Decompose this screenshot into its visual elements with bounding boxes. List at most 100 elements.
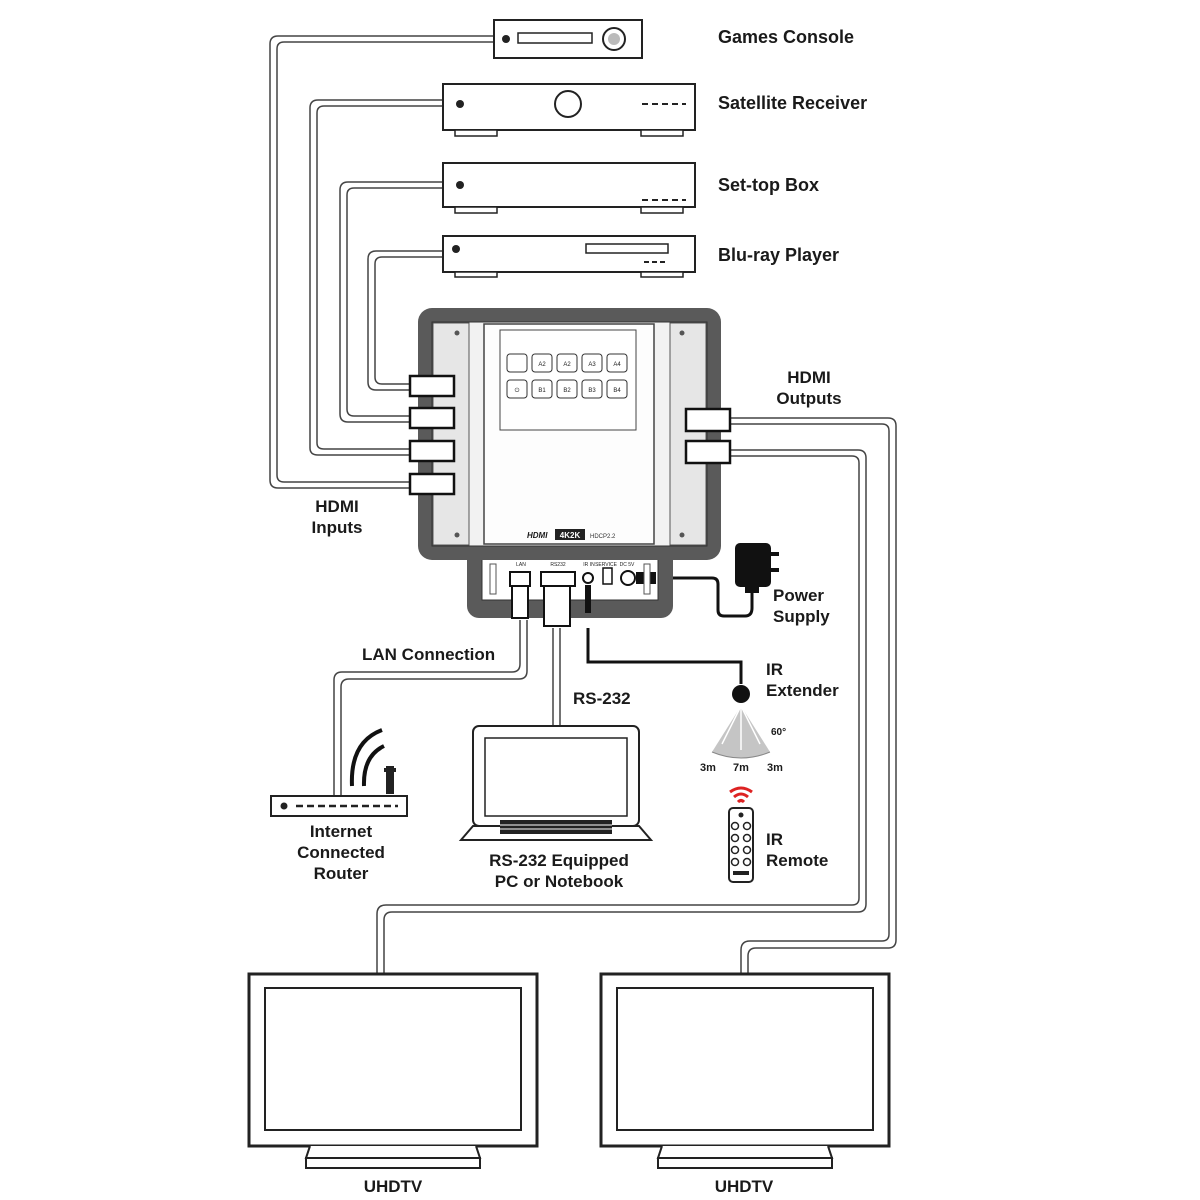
power-supply-label-line1: Power bbox=[773, 586, 824, 605]
cable-power bbox=[654, 576, 754, 618]
cable-games-console-b bbox=[276, 41, 497, 483]
port-label: SERVICE bbox=[595, 562, 618, 568]
ir-range-center: 7m bbox=[733, 762, 749, 774]
switch-button-label: A2 bbox=[538, 362, 546, 368]
lan-plug bbox=[511, 585, 529, 619]
bluray-player-icon bbox=[442, 235, 696, 278]
cable-games-console bbox=[269, 35, 497, 489]
cable-lan bbox=[333, 620, 521, 796]
switch-button-top-2[interactable] bbox=[531, 353, 553, 373]
port-label: LAN bbox=[516, 562, 526, 568]
switch-button-top-5[interactable] bbox=[606, 353, 628, 373]
switch-button-top-4[interactable] bbox=[581, 353, 603, 373]
matrix-switcher: HDMI 4K2K HDCP2.2 A2 A2 A3 A4 ⏻ B1 B2 B3 B4 LAN R… bbox=[408, 308, 732, 627]
hdmi-input-4[interactable] bbox=[408, 472, 456, 496]
uhdtv-right-icon bbox=[599, 972, 891, 1169]
set-top-box-label: Set-top Box bbox=[718, 175, 819, 195]
lan-connection-label: LAN Connection bbox=[362, 645, 495, 664]
cable-output-2-b bbox=[376, 455, 860, 976]
uhdtv-left-label: UHDTV bbox=[364, 1177, 423, 1196]
switch-button-label: B4 bbox=[613, 388, 621, 394]
ir-extender-label-line2: Extender bbox=[766, 681, 839, 700]
router-label-line2: Connected bbox=[297, 843, 385, 862]
ir-remote-label-line1: IR bbox=[766, 830, 783, 849]
cables bbox=[269, 35, 897, 976]
switch-button-label: A2 bbox=[563, 362, 571, 368]
switch-button-label: A3 bbox=[588, 362, 596, 368]
games-console-icon bbox=[493, 19, 643, 59]
pc-label-line2: PC or Notebook bbox=[495, 872, 624, 891]
hdmi-inputs-label-line2: Inputs bbox=[312, 518, 363, 537]
bluray-player-label: Blu-ray Player bbox=[718, 245, 839, 265]
cable-settop bbox=[339, 181, 446, 423]
laptop-icon bbox=[458, 725, 654, 841]
switch-button-label: ⏻ bbox=[515, 387, 520, 394]
ir-extender-icon bbox=[711, 685, 771, 759]
hdmi-output-connectors bbox=[684, 407, 732, 465]
satellite-receiver-icon bbox=[442, 83, 696, 137]
switch-button-bottom-3[interactable] bbox=[556, 379, 578, 399]
cable-bluray bbox=[367, 250, 446, 391]
cable-settop-b bbox=[346, 187, 446, 417]
cable-satellite-b bbox=[316, 105, 446, 450]
ir-extender-label-line1: IR bbox=[766, 660, 783, 679]
hdmi-output-2[interactable] bbox=[684, 439, 732, 465]
rs232-port[interactable] bbox=[540, 571, 576, 587]
router-icon bbox=[270, 728, 408, 817]
switch-button-bottom-2[interactable] bbox=[531, 379, 553, 399]
hdmi-input-connectors bbox=[408, 374, 456, 496]
switch-button-top-3[interactable] bbox=[556, 353, 578, 373]
switch-button-bottom-1[interactable] bbox=[506, 379, 528, 399]
hdmi-input-2[interactable] bbox=[408, 406, 456, 430]
switch-button-label: B2 bbox=[563, 388, 571, 394]
power-supply-icon bbox=[735, 543, 779, 593]
port-label: DC 5V bbox=[620, 562, 635, 568]
service-port[interactable] bbox=[602, 567, 613, 585]
cable-bluray-b bbox=[374, 256, 446, 385]
pc-label-line1: RS-232 Equipped bbox=[489, 851, 629, 870]
switch-button-top-1[interactable] bbox=[506, 353, 528, 373]
hdmi-inputs-label-line1: HDMI bbox=[315, 497, 358, 516]
router-label-line3: Router bbox=[314, 864, 369, 883]
ir-in-port[interactable] bbox=[582, 572, 594, 584]
ir-angle-label: 60° bbox=[771, 727, 786, 738]
cable-output-1-b bbox=[718, 423, 890, 976]
ir-remote-label-line2: Remote bbox=[766, 851, 828, 870]
cable-output-2 bbox=[383, 449, 867, 976]
games-console-label: Games Console bbox=[718, 27, 854, 47]
4k-logo: 4K2K bbox=[560, 531, 581, 540]
dc-port[interactable] bbox=[620, 570, 636, 586]
hdmi-output-1[interactable] bbox=[684, 407, 732, 433]
uhdtv-left-icon bbox=[247, 972, 539, 1169]
hdmi-outputs-label-line2: Outputs bbox=[776, 389, 841, 408]
switch-button-bottom-4[interactable] bbox=[581, 379, 603, 399]
uhdtv-right-label: UHDTV bbox=[715, 1177, 774, 1196]
ir-range-right: 3m bbox=[767, 762, 783, 774]
switch-button-label: A4 bbox=[613, 362, 621, 368]
cable-satellite bbox=[309, 99, 446, 456]
cable-ir bbox=[586, 628, 743, 684]
router-label-line1: Internet bbox=[310, 822, 373, 841]
satellite-receiver-label: Satellite Receiver bbox=[718, 93, 867, 113]
cable-lan-b bbox=[340, 620, 528, 796]
port-label: IR IN bbox=[583, 562, 595, 568]
switch-button-bottom-5[interactable] bbox=[606, 379, 628, 399]
cable-output-1 bbox=[718, 417, 897, 976]
ir-remote-icon bbox=[728, 786, 754, 883]
rs232-label: RS-232 bbox=[573, 689, 631, 708]
power-supply-label-line2: Supply bbox=[773, 607, 830, 626]
hdmi-outputs-label-line1: HDMI bbox=[787, 368, 830, 387]
switch-button-label: B1 bbox=[538, 388, 546, 394]
switch-button-label: B3 bbox=[588, 388, 596, 394]
button-grid: A2 A2 A3 A4 ⏻ B1 B2 B3 B4 bbox=[506, 353, 628, 399]
hdcp-logo: HDCP2.2 bbox=[590, 534, 616, 540]
lan-port[interactable] bbox=[509, 571, 531, 587]
hdmi-input-1[interactable] bbox=[408, 374, 456, 398]
set-top-box-icon bbox=[442, 162, 696, 214]
rs232-plug bbox=[543, 585, 571, 627]
hdmi-logo: HDMI bbox=[527, 531, 548, 540]
port-label: RS232 bbox=[550, 562, 566, 568]
hdmi-input-3[interactable] bbox=[408, 439, 456, 463]
